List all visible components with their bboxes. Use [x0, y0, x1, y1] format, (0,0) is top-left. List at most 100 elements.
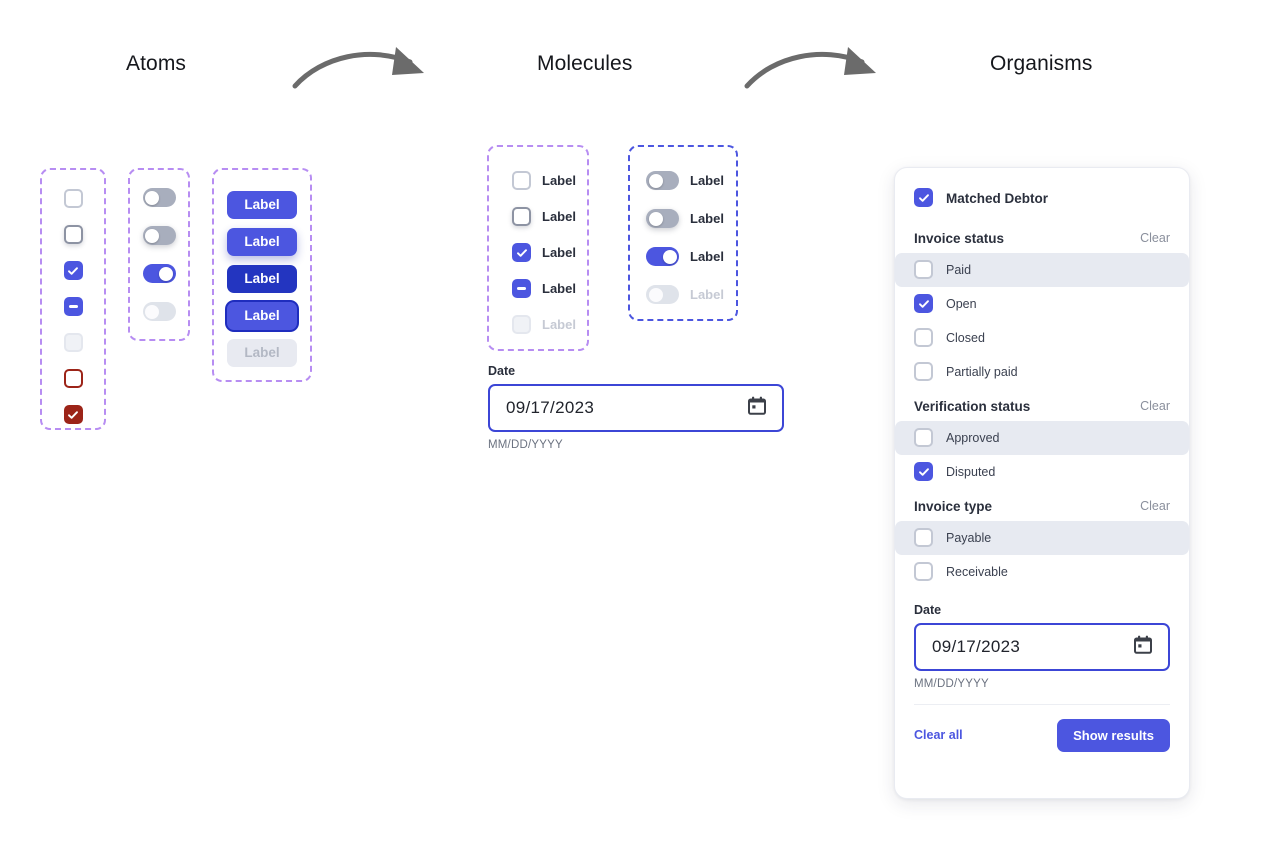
filter-option-checkbox[interactable]: [914, 462, 933, 481]
matched-debtor-row[interactable]: Matched Debtor: [914, 188, 1170, 209]
checkbox-label-row[interactable]: Label: [512, 207, 587, 226]
clear-group-link[interactable]: Clear: [1140, 499, 1170, 513]
checkbox-default[interactable]: [63, 189, 83, 208]
toggle-label-row: Label: [646, 285, 736, 304]
filter-option-row[interactable]: Disputed: [895, 455, 1189, 489]
filter-option-checkbox[interactable]: [914, 362, 933, 381]
button-active[interactable]: Label: [227, 265, 297, 293]
filter-option-label: Partially paid: [946, 364, 1018, 379]
group-spacer: [895, 489, 1189, 499]
checkbox-label-row[interactable]: Label: [512, 279, 587, 298]
matched-debtor-checkbox[interactable]: [914, 188, 933, 209]
toggle-label: Label: [690, 287, 724, 302]
button-hover[interactable]: Label: [227, 228, 297, 256]
filter-option-row[interactable]: Approved: [895, 420, 1189, 455]
stage-title-organisms: Organisms: [990, 52, 1093, 75]
toggle-knob: [145, 304, 159, 319]
date-input[interactable]: 09/17/2023: [488, 384, 784, 432]
toggle-label: Label: [690, 211, 724, 226]
toggle-off-hover[interactable]: [142, 226, 176, 245]
toggle-label-row[interactable]: Label: [646, 171, 736, 190]
filter-option-row[interactable]: Paid: [895, 252, 1189, 287]
toggle-label-row[interactable]: Label: [646, 247, 736, 266]
checkmark-icon: [918, 467, 929, 476]
toggle-knob: [648, 173, 663, 188]
filter-option-checkbox[interactable]: [914, 562, 933, 581]
date-field-molecule: Date 09/17/2023 MM/DD/YYYY: [488, 364, 784, 451]
clear-all-link[interactable]: Clear all: [914, 728, 963, 742]
toggle-knob: [145, 190, 159, 205]
clear-group-link[interactable]: Clear: [1140, 399, 1170, 413]
filter-option-label: Approved: [946, 430, 1000, 445]
date-field-label: Date: [914, 602, 942, 617]
date-field-hint: MM/DD/YYYY: [488, 439, 563, 451]
toggle-off-hover[interactable]: [646, 209, 679, 228]
checkbox-disabled: [512, 315, 531, 334]
checkbox-error-checked[interactable]: [63, 405, 83, 424]
matched-debtor-checkbox[interactable]: [914, 188, 933, 207]
checkbox-hover[interactable]: [63, 225, 83, 244]
checkbox-error[interactable]: [63, 369, 83, 388]
checkbox-indeterminate[interactable]: [512, 279, 531, 298]
toggle-disabled: [142, 302, 176, 321]
checkbox-indeterminate[interactable]: [63, 297, 83, 316]
filter-option-row[interactable]: Open: [895, 287, 1189, 321]
toggle-knob: [159, 266, 173, 281]
checkbox-default[interactable]: [512, 171, 531, 190]
filter-option-label: Disputed: [946, 464, 996, 479]
checkbox-label-row[interactable]: Label: [512, 243, 587, 262]
filter-option-checkbox[interactable]: [914, 428, 933, 447]
button-default[interactable]: Label: [227, 191, 297, 219]
matched-debtor-label: Matched Debtor: [946, 190, 1049, 206]
show-results-button[interactable]: Show results: [1057, 718, 1170, 752]
filter-option-row[interactable]: Partially paid: [895, 355, 1189, 389]
filter-group-title: Verification status: [914, 398, 1031, 414]
calendar-icon[interactable]: [1134, 635, 1152, 659]
checkmark-icon: [68, 266, 78, 275]
toggle-on[interactable]: [646, 247, 679, 266]
button-focus[interactable]: Label: [227, 302, 297, 330]
toggle-label-row[interactable]: Label: [646, 209, 736, 228]
filter-option-row[interactable]: Payable: [895, 520, 1189, 555]
checkbox-checked[interactable]: [512, 243, 531, 262]
filter-option-label: Payable: [946, 530, 992, 545]
toggle-disabled: [646, 285, 679, 304]
checkbox-label-row: Label: [512, 315, 587, 334]
filter-option-checkbox[interactable]: [914, 328, 933, 347]
toggle-knob: [648, 211, 663, 226]
filter-group-header: Verification status Clear: [895, 399, 1189, 414]
filter-option-checkbox[interactable]: [914, 294, 933, 313]
checkmark-icon: [516, 248, 527, 257]
checkbox-label-row[interactable]: Label: [512, 171, 587, 190]
date-input[interactable]: 09/17/2023: [914, 622, 1170, 671]
filter-option-checkbox[interactable]: [914, 528, 933, 547]
checkbox-hover[interactable]: [512, 207, 531, 226]
checkmark-icon: [68, 410, 78, 419]
toggle-knob: [648, 287, 663, 302]
checkbox-disabled: [63, 333, 83, 352]
calendar-icon[interactable]: [748, 396, 766, 420]
date-field-label: Date: [488, 364, 516, 378]
filter-option-checkbox[interactable]: [914, 260, 933, 279]
button-disabled: Label: [227, 339, 297, 367]
toggle-on[interactable]: [142, 264, 176, 283]
toggle-off[interactable]: [646, 171, 679, 190]
toggle-off[interactable]: [142, 188, 176, 207]
checkbox-label: Label: [542, 209, 576, 224]
checkbox-checked[interactable]: [63, 261, 83, 280]
toggle-label: Label: [690, 173, 724, 188]
filter-option-row[interactable]: Receivable: [895, 555, 1189, 589]
filter-option-label: Receivable: [946, 564, 1008, 579]
checkbox-label: Label: [542, 281, 576, 296]
filter-option-row[interactable]: Closed: [895, 321, 1189, 355]
filter-option-label: Open: [946, 296, 977, 311]
minus-icon: [68, 305, 78, 308]
clear-group-link[interactable]: Clear: [1140, 231, 1170, 245]
checkbox-label: Label: [542, 317, 576, 332]
